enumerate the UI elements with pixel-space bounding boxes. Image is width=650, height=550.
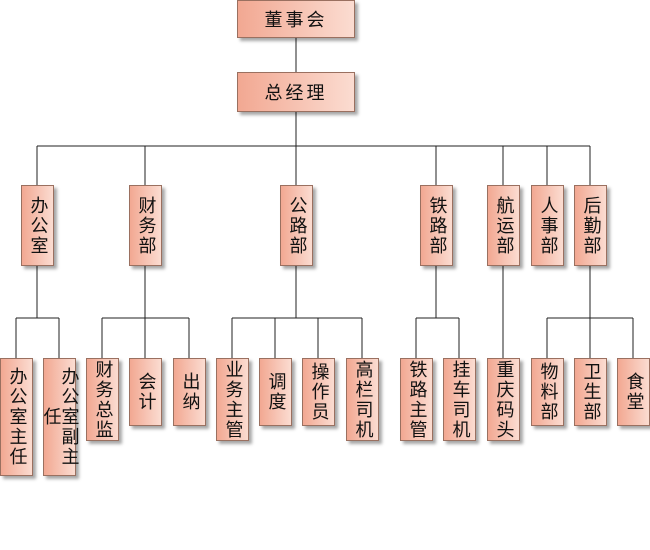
role-trailer-driver-label: 挂车司机 [449, 359, 471, 440]
role-health-label: 卫生部 [580, 362, 602, 422]
dept-office-label: 办公室 [27, 195, 49, 256]
dept-office-node: 办公室 [21, 185, 54, 266]
role-railway-manager-label: 铁路主管 [406, 359, 428, 440]
board-node: 董事会 [237, 0, 355, 38]
role-canteen-label: 食堂 [623, 372, 645, 412]
role-office-director-label: 办公室主任 [6, 367, 28, 467]
dept-logistics-node: 后勤部 [574, 185, 607, 266]
dept-logistics-label: 后勤部 [580, 195, 602, 256]
role-cashier-node: 出纳 [173, 358, 206, 426]
role-materials-node: 物料部 [531, 358, 564, 426]
role-highway-manager-node: 业务主管 [216, 358, 249, 441]
role-fence-driver-label: 高栏司机 [352, 359, 374, 440]
role-dispatch-node: 调度 [259, 358, 292, 426]
role-fence-driver-node: 高栏司机 [346, 358, 379, 441]
role-office-deputy-node: 办公室副主任 [40, 358, 80, 476]
role-canteen-node: 食堂 [617, 358, 650, 426]
dept-railway-node: 铁路部 [420, 185, 453, 266]
dept-railway-label: 铁路部 [426, 195, 448, 256]
role-accountant-node: 会计 [129, 358, 162, 426]
dept-finance-node: 财务部 [129, 185, 162, 266]
role-highway-manager-label: 业务主管 [222, 359, 244, 440]
role-chongqing-wharf-node: 重庆码头 [487, 358, 520, 441]
dept-highway-label: 公路部 [286, 195, 308, 256]
general-manager-node: 总经理 [237, 72, 355, 112]
dept-shipping-label: 航运部 [493, 195, 515, 256]
dept-hr-label: 人事部 [537, 195, 559, 256]
role-office-director-node: 办公室主任 [0, 358, 33, 476]
role-accountant-label: 会计 [135, 372, 157, 412]
role-cashier-label: 出纳 [179, 372, 201, 412]
board-label: 董事会 [264, 10, 328, 31]
dept-finance-label: 财务部 [135, 195, 157, 256]
role-operator-node: 操作员 [302, 358, 335, 426]
role-finance-director-node: 财务总监 [86, 358, 119, 441]
dept-hr-node: 人事部 [531, 185, 564, 266]
role-trailer-driver-node: 挂车司机 [443, 358, 476, 441]
role-health-node: 卫生部 [574, 358, 607, 426]
role-materials-label: 物料部 [537, 362, 559, 422]
role-finance-director-label: 财务总监 [92, 359, 114, 440]
general-manager-label: 总经理 [264, 83, 328, 104]
role-railway-manager-node: 铁路主管 [400, 358, 433, 441]
role-chongqing-wharf-label: 重庆码头 [493, 359, 515, 440]
role-office-deputy-label: 办公室副主任 [40, 367, 80, 467]
dept-shipping-node: 航运部 [487, 185, 520, 266]
dept-highway-node: 公路部 [280, 185, 313, 266]
role-dispatch-label: 调度 [265, 372, 287, 412]
role-operator-label: 操作员 [308, 362, 330, 422]
